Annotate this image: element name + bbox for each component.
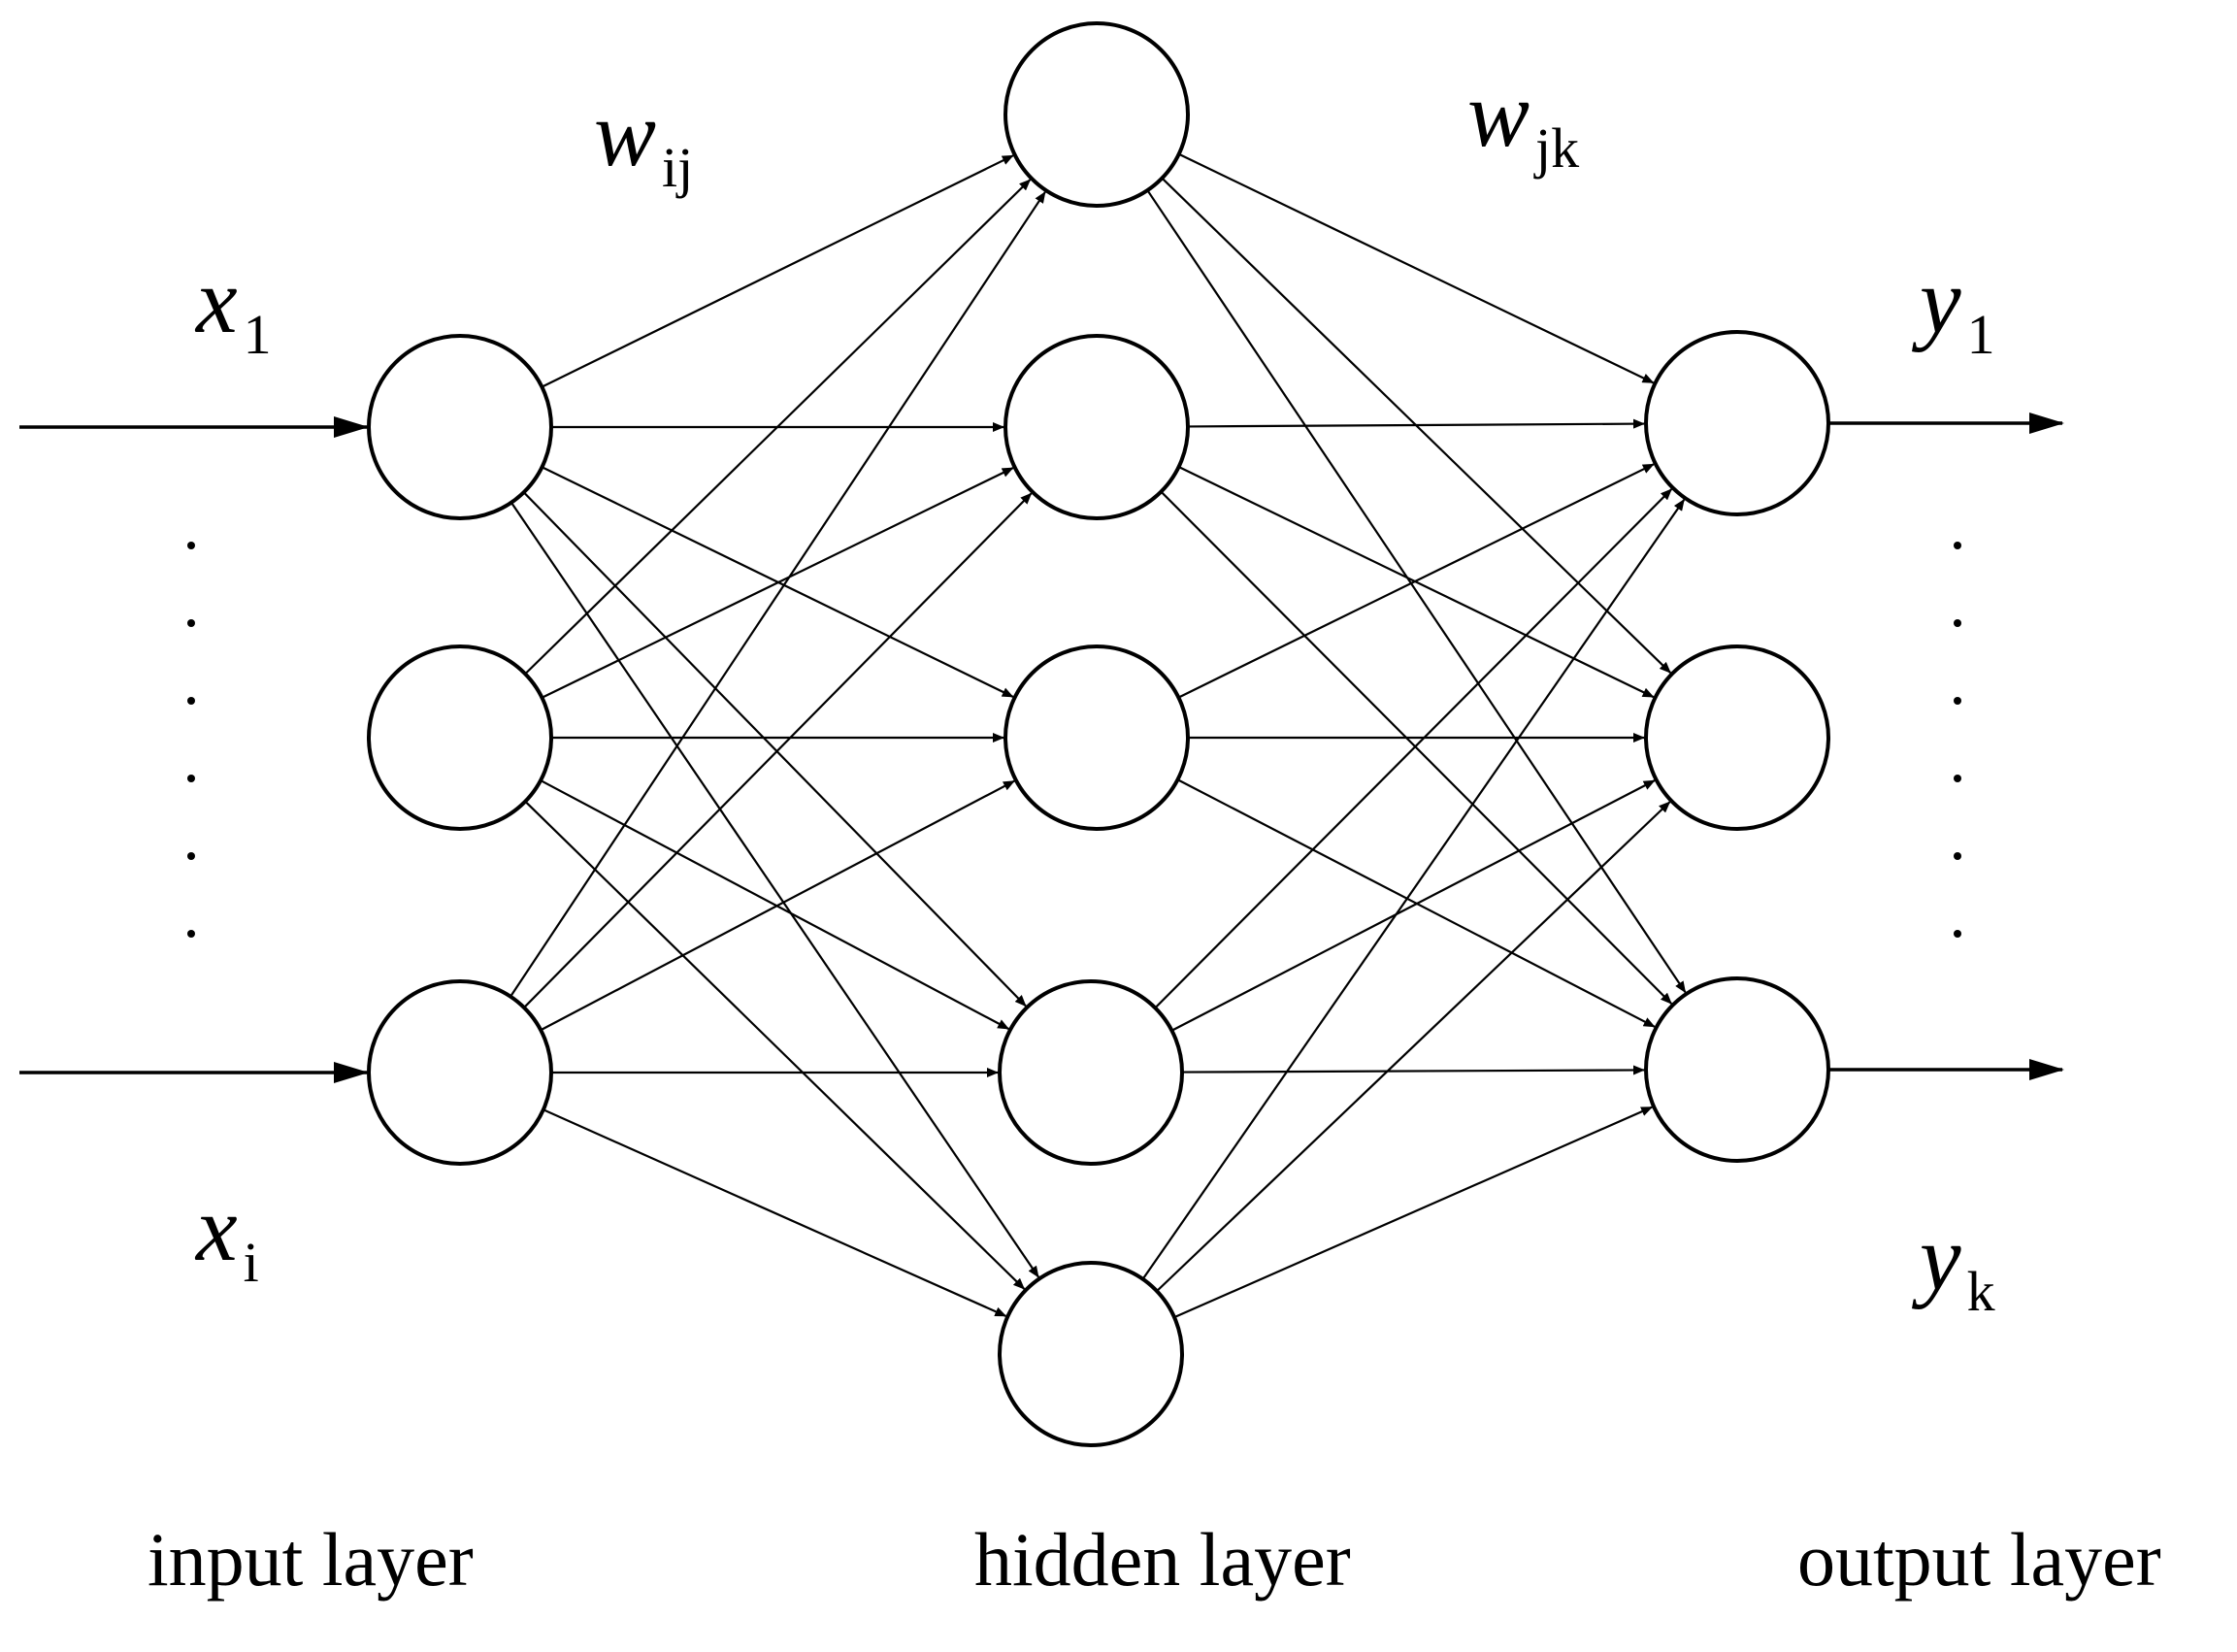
input-neuron-2 xyxy=(367,979,553,1166)
input-subscript: i xyxy=(243,1231,259,1294)
hidden-neuron-1 xyxy=(1003,334,1190,520)
output-ellipsis-dot-3 xyxy=(1954,775,1961,782)
hidden-output-edge-1-0 xyxy=(1187,418,1646,429)
hidden-output-edge-0-0 xyxy=(1178,152,1655,384)
hidden-output-edge-4-0 xyxy=(1141,499,1686,1280)
input-ellipsis-dot-1 xyxy=(187,619,195,627)
hidden-output-edge-1-2 xyxy=(1160,490,1672,1005)
input-ellipsis-dot-0 xyxy=(187,542,195,549)
output-layer-caption: output layer xyxy=(1797,1517,2161,1602)
input-symbol: x xyxy=(196,1176,238,1280)
input-hidden-edge-1-4 xyxy=(524,800,1026,1290)
weight-symbol: w xyxy=(1467,62,1530,166)
input-neuron-0 xyxy=(367,334,553,520)
input-hidden-edge-1-1 xyxy=(542,467,1014,699)
input-hidden-edge-1-3 xyxy=(540,779,1010,1030)
output-neuron-2 xyxy=(1644,976,1830,1163)
input-hidden-edge-0-0 xyxy=(541,154,1014,388)
output-ellipsis-dot-2 xyxy=(1954,697,1961,705)
hidden-output-edge-3-2 xyxy=(1181,1065,1646,1075)
hidden-output-edge-3-1 xyxy=(1170,779,1656,1032)
connections-layer xyxy=(510,152,1687,1319)
output-ellipsis-dot-1 xyxy=(1954,619,1961,627)
neurons-layer xyxy=(367,21,1830,1447)
input-layer-caption: input layer xyxy=(148,1517,474,1602)
io-arrows-layer xyxy=(19,413,2064,1083)
output-neuron-0 xyxy=(1644,330,1830,516)
hidden-neuron-0 xyxy=(1003,21,1190,208)
hidden-neuron-3 xyxy=(998,979,1184,1166)
ellipsis-dots-layer xyxy=(187,542,1961,938)
input-hidden-edge-0-3 xyxy=(522,491,1027,1008)
input-symbol: x xyxy=(196,248,238,352)
output-neuron-1 xyxy=(1644,644,1830,831)
hidden-output-edge-0-2 xyxy=(1146,189,1687,994)
input-hidden-edge-2-4 xyxy=(543,1108,1007,1317)
hidden-output-edge-4-1 xyxy=(1156,801,1671,1292)
hidden-output-edge-2-0 xyxy=(1177,463,1655,699)
output-subscript: k xyxy=(1966,1260,1995,1323)
input-hidden-edge-2-0 xyxy=(510,191,1046,998)
hidden-layer-caption: hidden layer xyxy=(974,1517,1351,1602)
weight-subscript: jk xyxy=(1535,116,1580,180)
input-ellipsis-dot-4 xyxy=(187,852,195,860)
input-hidden-edge-2-2 xyxy=(540,779,1015,1032)
output-ellipsis-dot-5 xyxy=(1954,930,1961,938)
output-ellipsis-dot-4 xyxy=(1954,852,1961,860)
input-ellipsis-dot-5 xyxy=(187,930,195,938)
input-ellipsis-dot-2 xyxy=(187,697,195,705)
hidden-output-edge-4-2 xyxy=(1173,1106,1654,1319)
output-symbol: y xyxy=(1920,248,1961,352)
input-hidden-edge-2-1 xyxy=(523,492,1033,1008)
input-ellipsis-dot-3 xyxy=(187,775,195,782)
hidden-neuron-2 xyxy=(1003,644,1190,831)
output-ellipsis-dot-0 xyxy=(1954,542,1961,549)
weight-symbol: w xyxy=(594,82,657,185)
input-neuron-1 xyxy=(367,644,553,831)
input-subscript: 1 xyxy=(243,303,272,366)
input-hidden-edge-0-4 xyxy=(510,502,1039,1278)
output-subscript: 1 xyxy=(1966,303,1995,366)
weight-subscript: ij xyxy=(662,136,694,199)
input-hidden-edge-1-0 xyxy=(524,179,1032,676)
output-symbol: y xyxy=(1920,1206,1961,1309)
hidden-output-edge-3-0 xyxy=(1154,488,1673,1009)
hidden-neuron-4 xyxy=(998,1261,1184,1447)
